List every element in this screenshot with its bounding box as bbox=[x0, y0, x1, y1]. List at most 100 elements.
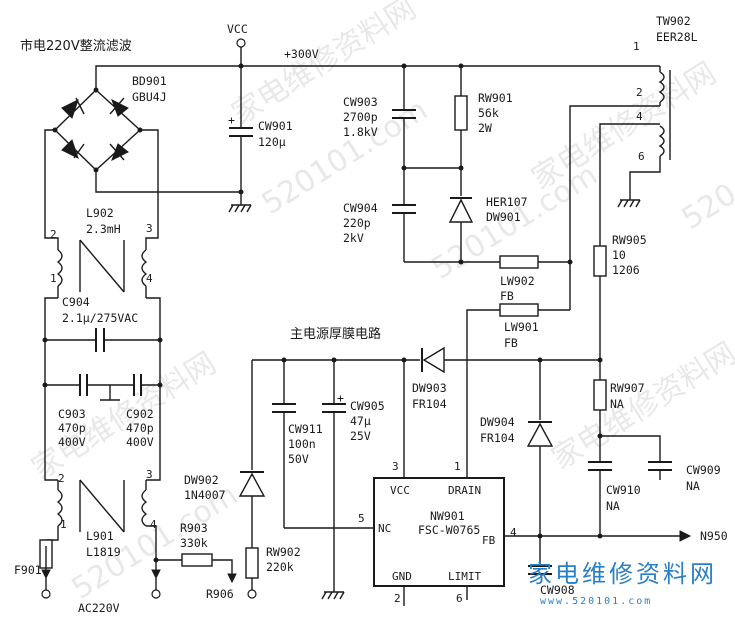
capacitor-cw901: + bbox=[228, 66, 253, 213]
diode-dw904 bbox=[526, 360, 554, 566]
resistor-r903 bbox=[156, 553, 237, 584]
cw904-value1: 220p bbox=[343, 216, 371, 230]
net-300v-label: +300V bbox=[284, 47, 319, 61]
nw901-value: FSC-W0765 bbox=[418, 523, 480, 537]
transformer-tw902 bbox=[569, 66, 671, 310]
l902-pin-3: 3 bbox=[146, 222, 153, 235]
tw902-ref: TW902 bbox=[656, 14, 691, 28]
cw910-value: NA bbox=[606, 499, 620, 513]
cw911-value2: 50V bbox=[288, 452, 309, 466]
l901-pin-2: 2 bbox=[58, 472, 65, 485]
title-thick-film: 主电源厚膜电路 bbox=[290, 326, 381, 342]
rw907-value: NA bbox=[610, 397, 624, 411]
tw902-pin-1: 1 bbox=[633, 40, 640, 53]
ic-pinnum-6: 6 bbox=[456, 592, 463, 605]
choke-l902 bbox=[56, 239, 148, 298]
ac-input-right bbox=[146, 525, 161, 599]
logo-name: 家电维修资料网 bbox=[528, 560, 717, 588]
cw904-value2: 2kV bbox=[343, 231, 364, 245]
r903-ref: R903 bbox=[180, 521, 208, 535]
c904-value: 2.1μ/275VAC bbox=[62, 311, 138, 325]
lw901-value: FB bbox=[504, 336, 518, 350]
cw903-ref: CW903 bbox=[343, 95, 378, 109]
r903-value: 330k bbox=[180, 536, 208, 550]
rw901-value1: 56k bbox=[478, 106, 499, 120]
choke-l901 bbox=[56, 479, 148, 533]
l902-pin-1: 1 bbox=[50, 272, 57, 285]
ic-pinnum-3: 3 bbox=[392, 460, 399, 473]
cw909-ref: CW909 bbox=[686, 463, 721, 477]
capacitor-cw911 bbox=[272, 360, 296, 528]
cw910-ref: CW910 bbox=[606, 483, 641, 497]
capacitors-c903-c902 bbox=[42, 374, 163, 401]
net-vcc-label: VCC bbox=[227, 22, 248, 36]
c902-value2: 400V bbox=[126, 435, 154, 449]
her107-value: DW901 bbox=[486, 210, 521, 224]
tw902-value: EER28L bbox=[656, 30, 698, 44]
lw902-value: FB bbox=[500, 289, 514, 303]
cw905-value1: 47μ bbox=[350, 414, 371, 428]
bd901-ref: BD901 bbox=[132, 74, 167, 88]
dw903-ref: DW903 bbox=[412, 381, 447, 395]
l902-pin-4: 4 bbox=[146, 272, 153, 285]
ic-pin-nc: NC bbox=[378, 522, 391, 535]
n950-label: N950 bbox=[700, 529, 728, 543]
rw905-ref: RW905 bbox=[612, 233, 647, 247]
l901-pin-1: 1 bbox=[60, 518, 67, 531]
cw909-value: NA bbox=[686, 479, 700, 493]
capacitor-c904 bbox=[42, 328, 163, 352]
rw905-value2: 1206 bbox=[612, 263, 640, 277]
rw902-value: 220k bbox=[266, 560, 294, 574]
cw905-value2: 25V bbox=[350, 429, 371, 443]
l902-ref: L902 bbox=[86, 206, 114, 220]
cw903-value1: 2700p bbox=[343, 110, 378, 124]
ic-pin-drain: DRAIN bbox=[448, 484, 481, 497]
bridge-rectifier-bd901 bbox=[52, 87, 143, 173]
dw902-value: 1N4007 bbox=[184, 488, 226, 502]
cw901-ref: CW901 bbox=[258, 119, 293, 133]
c904-ref: C904 bbox=[62, 295, 90, 309]
c903-ref: C903 bbox=[58, 407, 86, 421]
resistor-rw905 bbox=[593, 245, 607, 380]
l902-pin-2: 2 bbox=[50, 228, 57, 241]
bd901-value: GBU4J bbox=[132, 90, 167, 104]
svg-text:+: + bbox=[228, 113, 235, 127]
ic-nw901 bbox=[373, 477, 505, 606]
start-up-network bbox=[238, 471, 266, 599]
dw902-ref: DW902 bbox=[184, 473, 219, 487]
l901-value: L1819 bbox=[86, 545, 121, 559]
site-logo: 家电维修资料网 www.520101.com bbox=[528, 560, 717, 607]
dw904-ref: DW904 bbox=[480, 415, 515, 429]
l901-pin-3: 3 bbox=[146, 468, 153, 481]
dw904-value: FR104 bbox=[480, 431, 515, 445]
ic-pinnum-4: 4 bbox=[510, 526, 517, 539]
cw911-ref: CW911 bbox=[288, 422, 323, 436]
bead-lw901 bbox=[466, 303, 570, 478]
cw905-ref: CW905 bbox=[350, 399, 385, 413]
ic-pin-fb: FB bbox=[482, 534, 496, 547]
dw903-value: FR104 bbox=[412, 397, 447, 411]
ic-pin-limit: LIMIT bbox=[448, 570, 481, 583]
c902-ref: C902 bbox=[126, 407, 154, 421]
svg-text:+: + bbox=[337, 391, 344, 405]
l901-ref: L901 bbox=[86, 529, 114, 543]
cw903-value2: 1.8kV bbox=[343, 125, 378, 139]
cw904-ref: CW904 bbox=[343, 201, 378, 215]
tw902-pin-2: 2 bbox=[636, 86, 643, 99]
capacitor-cw908 bbox=[528, 565, 552, 575]
tw902-pin-4: 4 bbox=[636, 110, 643, 123]
logo-url: www.520101.com bbox=[540, 596, 652, 607]
rw901-value2: 2W bbox=[478, 121, 492, 135]
rw902-ref: RW902 bbox=[266, 545, 301, 559]
c903-value1: 470p bbox=[58, 421, 86, 435]
c902-value1: 470p bbox=[126, 421, 154, 435]
vcc-terminal bbox=[236, 38, 246, 48]
auxiliary-rail bbox=[251, 346, 600, 470]
f901-ref: F901 bbox=[14, 563, 42, 577]
her107-ref: HER107 bbox=[486, 195, 528, 209]
l901-pin-4: 4 bbox=[150, 518, 157, 531]
ac-input-label: AC220V bbox=[78, 601, 120, 615]
ic-pinnum-1: 1 bbox=[454, 460, 461, 473]
na-components bbox=[588, 379, 672, 536]
cw908-ref: CW908 bbox=[540, 583, 575, 597]
